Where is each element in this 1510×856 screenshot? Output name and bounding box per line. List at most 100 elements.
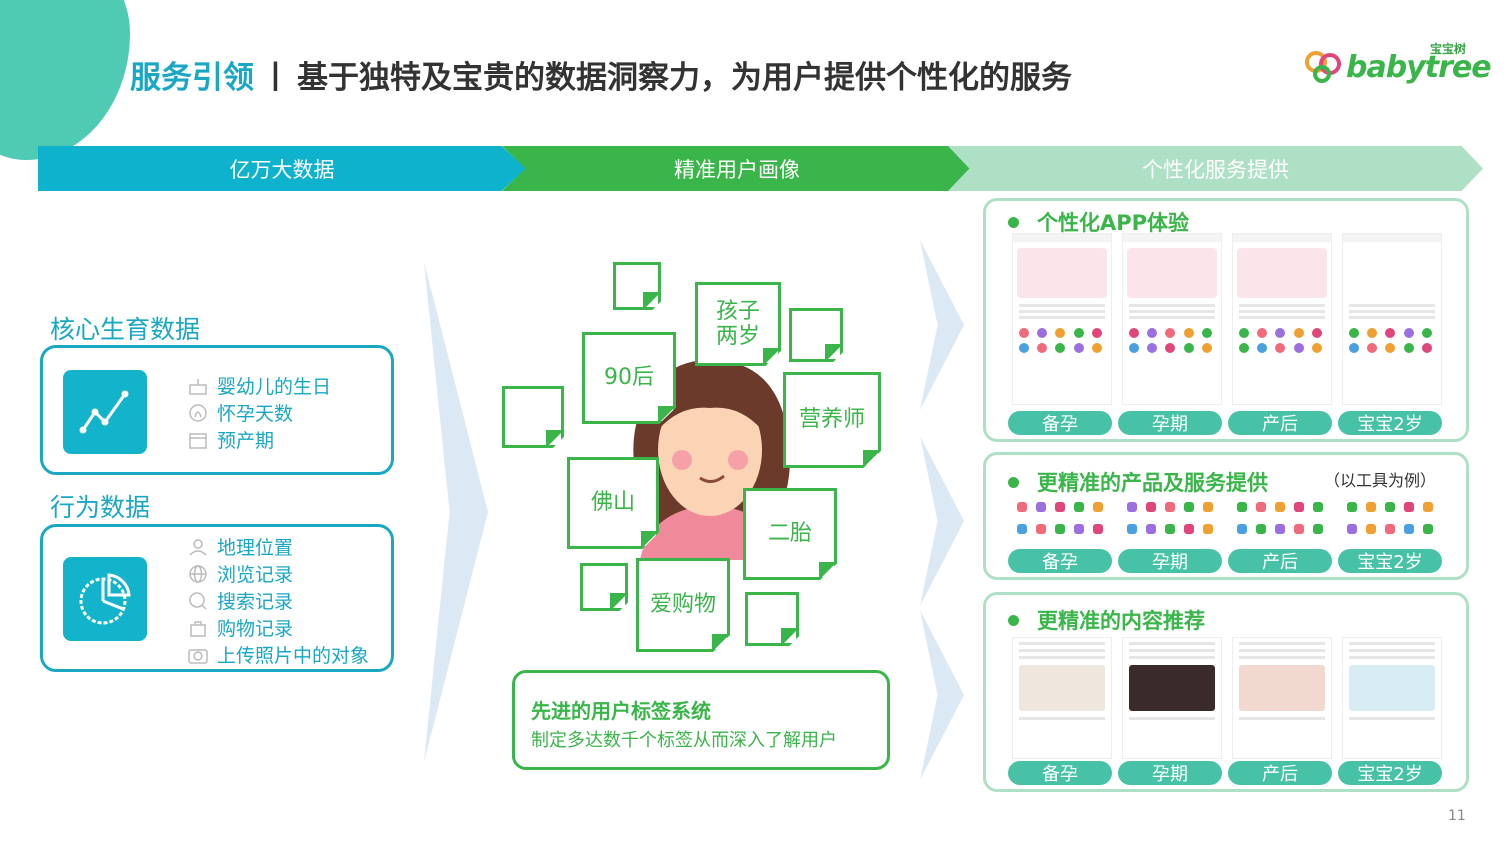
birthday-cake-icon: [187, 376, 211, 396]
list-item: 预产期: [187, 426, 331, 453]
stage-pill-pregnancy: 孕期: [1118, 761, 1222, 785]
stage-pills: 备孕 孕期 产后 宝宝2岁: [1008, 411, 1442, 435]
item-label: 浏览记录: [217, 564, 294, 586]
tool-grid: [1008, 499, 1112, 545]
panel-title: 更精准的内容推荐: [1008, 605, 1205, 635]
flow-chevron-2c: [920, 610, 964, 780]
item-label: 婴幼儿的生日: [217, 376, 332, 398]
stage-pill-prep: 备孕: [1008, 411, 1112, 435]
stage-pills: 备孕 孕期 产后 宝宝2岁: [1008, 549, 1442, 573]
babytree-logo: 宝宝树 babytree: [1300, 40, 1492, 90]
flow-chevron-1: [424, 262, 488, 762]
list-item: 购物记录: [187, 614, 369, 641]
pregnancy-icon: [187, 403, 211, 423]
stage-pill-postpartum: 产后: [1228, 761, 1332, 785]
item-label: 怀孕天数: [217, 403, 294, 425]
banner-user-profile: 精准用户画像: [502, 146, 972, 191]
app-screenshot: [1122, 233, 1222, 405]
tool-grid: [1118, 499, 1222, 545]
content-posts: [1012, 637, 1442, 759]
line-chart-icon: [63, 370, 147, 454]
app-screenshot: [1342, 233, 1442, 405]
content-post: [1012, 637, 1112, 759]
tag-note-foshan: 佛山: [567, 457, 659, 549]
behavior-data-list: 地理位置 浏览记录 搜索记录 购物记录 上传照片中的对象: [187, 533, 369, 668]
list-item: 婴幼儿的生日: [187, 372, 331, 399]
stage-pills: 备孕 孕期 产后 宝宝2岁: [1008, 761, 1442, 785]
shopping-bag-icon: [187, 618, 211, 638]
tag-note-empty: [745, 592, 799, 646]
camera-icon: [187, 645, 211, 665]
item-label: 地理位置: [217, 537, 294, 559]
tag-system-subtitle: 制定多达数千个标签从而深入了解用户: [531, 730, 837, 751]
stage-pill-baby-2: 宝宝2岁: [1338, 761, 1442, 785]
globe-icon: [187, 564, 211, 584]
panel-products: 更精准的产品及服务提供 （以工具为例） 备孕 孕期 产后 宝宝2岁: [983, 452, 1469, 580]
tool-icon-grids: [1008, 499, 1442, 545]
stage-pill-baby-2: 宝宝2岁: [1338, 411, 1442, 435]
logo-en-text: babytree: [1346, 50, 1492, 85]
search-icon: [187, 591, 211, 611]
flow-chevron-2a: [920, 240, 964, 410]
banner-personalized-service: 个性化服务提供: [948, 146, 1483, 191]
stage-pill-pregnancy: 孕期: [1118, 411, 1222, 435]
tag-note-empty: [580, 563, 628, 611]
tool-grid: [1338, 499, 1442, 545]
stage-pill-baby-2: 宝宝2岁: [1338, 549, 1442, 573]
tag-note-empty: [613, 262, 661, 310]
bullet-dot: [1008, 476, 1019, 488]
location-icon: [187, 537, 211, 557]
stage-pill-prep: 备孕: [1008, 761, 1112, 785]
behavior-data-card: 地理位置 浏览记录 搜索记录 购物记录 上传照片中的对象: [40, 524, 394, 672]
pie-chart-icon: [63, 557, 147, 641]
app-screenshot: [1012, 233, 1112, 405]
title-main: 基于独特及宝贵的数据洞察力，为用户提供个性化的服务: [297, 60, 1072, 96]
stage-pill-pregnancy: 孕期: [1118, 549, 1222, 573]
item-label: 上传照片中的对象: [217, 645, 370, 667]
list-item: 浏览记录: [187, 560, 369, 587]
panel-app-experience: 个性化APP体验 备孕 孕期 产后 宝宝2岁: [983, 198, 1469, 442]
tag-note-post90: 90后: [582, 332, 676, 424]
panel-title: 个性化APP体验: [1008, 207, 1189, 237]
core-data-card: 婴幼儿的生日 怀孕天数 预产期: [40, 345, 394, 475]
calendar-icon: [187, 430, 211, 450]
decorative-blob: [0, 0, 130, 160]
banner-big-data: 亿万大数据: [38, 146, 526, 191]
item-label: 预产期: [217, 430, 275, 452]
tag-system-title: 先进的用户标签系统: [531, 699, 711, 723]
panel-note: （以工具为例）: [1323, 471, 1436, 490]
tag-note-nutritionist: 营养师: [783, 372, 881, 468]
title-separator: 丨: [260, 60, 291, 96]
logo-cn-text: 宝宝树: [1429, 42, 1466, 56]
content-post: [1122, 637, 1222, 759]
item-label: 搜索记录: [217, 591, 294, 613]
title-highlight: 服务引领: [130, 60, 254, 96]
content-post: [1342, 637, 1442, 759]
tag-note-shopaholic: 爱购物: [636, 558, 730, 652]
stage-pill-prep: 备孕: [1008, 549, 1112, 573]
list-item: 怀孕天数: [187, 399, 331, 426]
list-item: 上传照片中的对象: [187, 641, 369, 668]
app-screens: [1012, 233, 1442, 405]
tag-note-child-age: 孩子 两岁: [695, 282, 781, 366]
stage-pill-postpartum: 产后: [1228, 411, 1332, 435]
bullet-dot: [1008, 216, 1019, 228]
tag-note-empty: [789, 308, 843, 362]
item-label: 购物记录: [217, 618, 294, 640]
tag-note-empty: [502, 386, 564, 448]
list-item: 搜索记录: [187, 587, 369, 614]
logo-heart-icon: [1305, 51, 1341, 83]
stage-pill-postpartum: 产后: [1228, 549, 1332, 573]
behavior-data-title: 行为数据: [50, 493, 151, 522]
core-data-list: 婴幼儿的生日 怀孕天数 预产期: [187, 372, 331, 453]
tool-grid: [1228, 499, 1332, 545]
bullet-dot: [1008, 614, 1019, 626]
page-number: 11: [1448, 808, 1466, 824]
app-screenshot: [1232, 233, 1332, 405]
page-title: 服务引领丨基于独特及宝贵的数据洞察力，为用户提供个性化的服务: [130, 52, 1072, 97]
flow-chevron-2b: [920, 436, 964, 606]
content-post: [1232, 637, 1332, 759]
tag-note-second-child: 二胎: [743, 488, 837, 580]
core-data-title: 核心生育数据: [50, 315, 201, 344]
panel-title: 更精准的产品及服务提供: [1008, 467, 1268, 497]
